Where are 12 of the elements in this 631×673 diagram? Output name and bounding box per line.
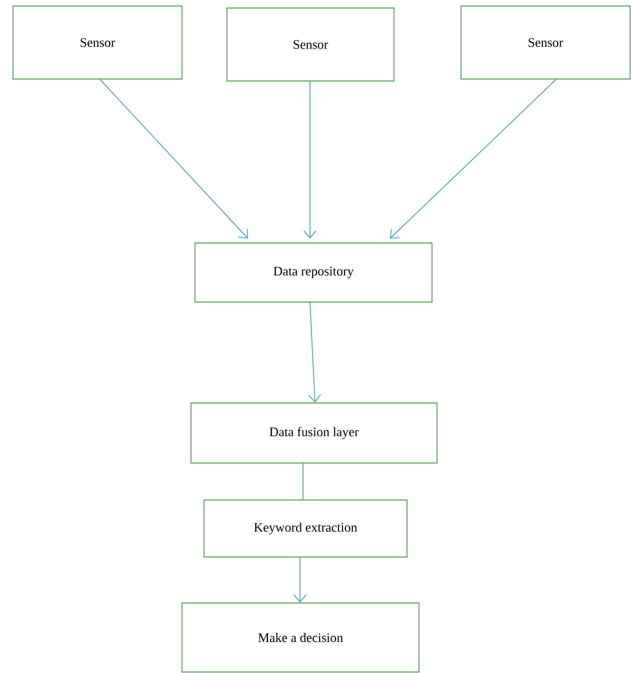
process-box: Sensor [460, 6, 630, 80]
arrow [308, 302, 321, 403]
arrow [100, 79, 248, 239]
arrow [390, 79, 556, 239]
process-box: Sensor [12, 6, 182, 80]
arrow [304, 81, 316, 239]
process-box: Make a decision [182, 602, 420, 672]
process-box: Data repository [194, 242, 432, 302]
process-box: Data fusion layer [190, 402, 438, 464]
arrow [294, 557, 306, 603]
process-box: Sensor [226, 8, 394, 82]
process-box: Keyword extraction [204, 500, 408, 558]
